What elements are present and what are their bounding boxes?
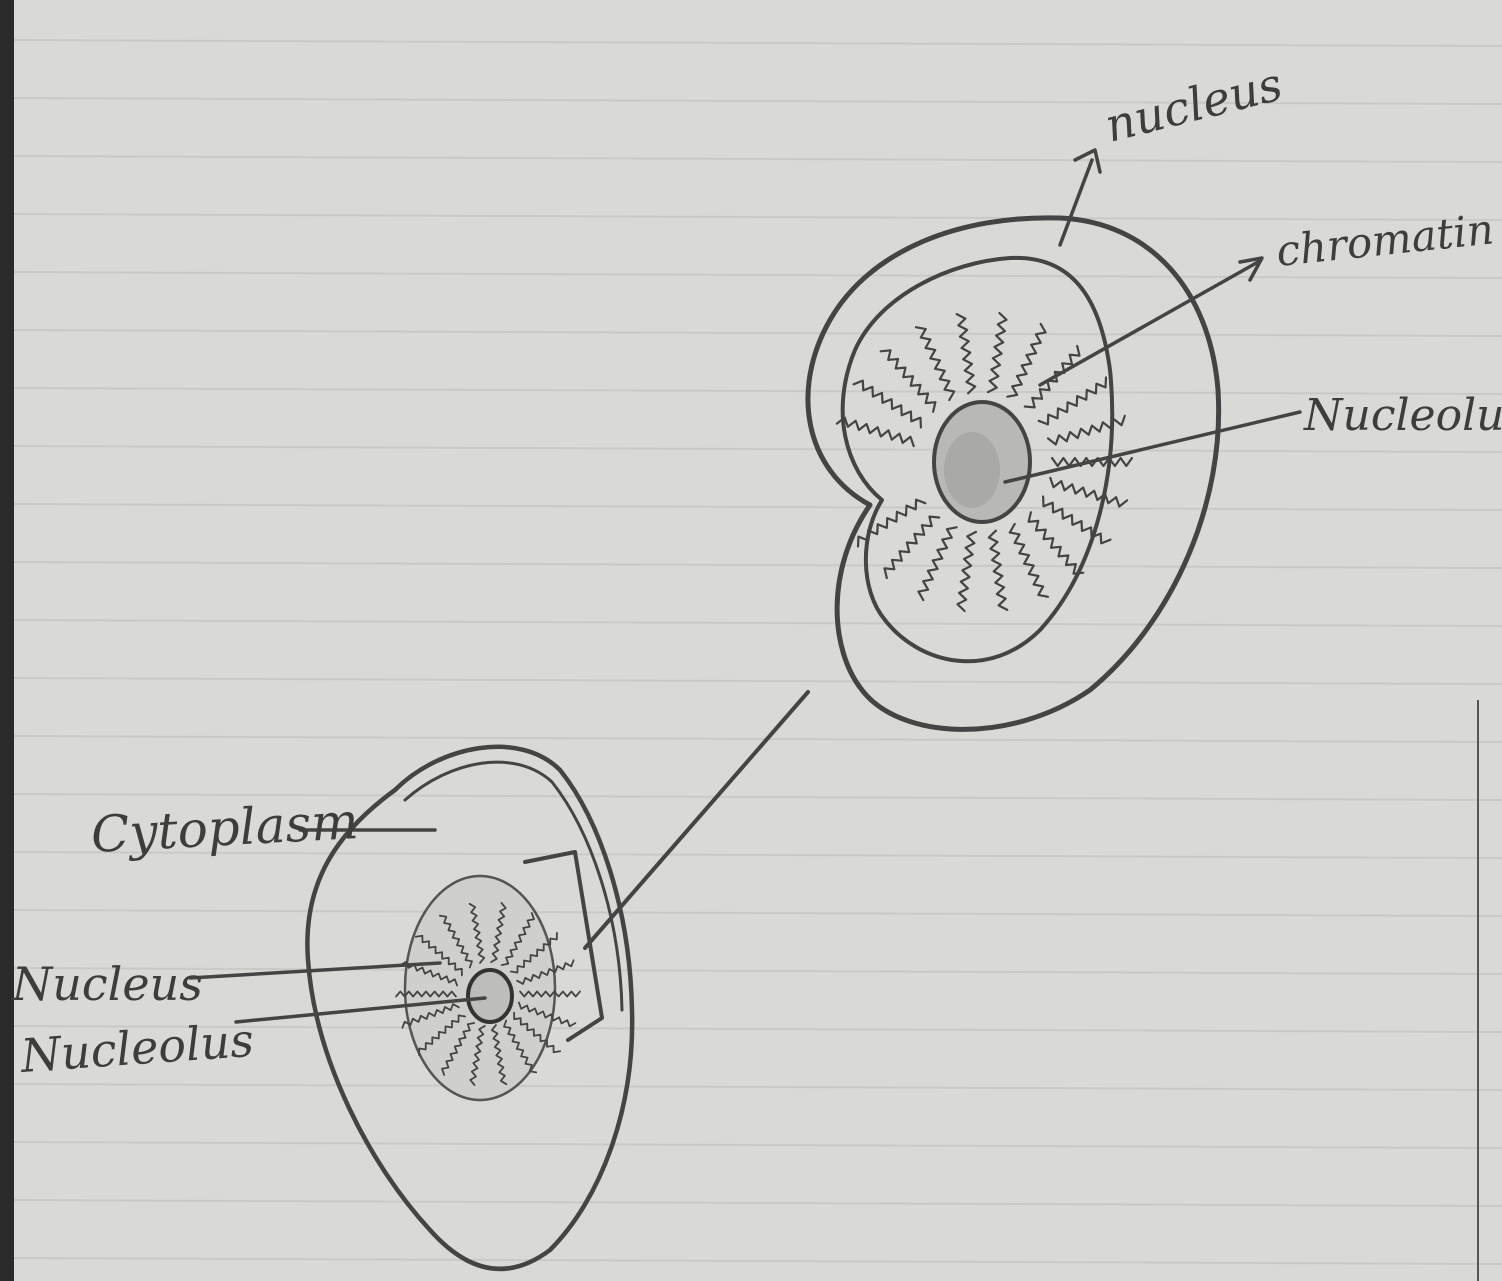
cell-nucleolus-shape bbox=[468, 970, 512, 1022]
page-left-edge bbox=[0, 0, 14, 1281]
label-nucleus-cell: Nucleus bbox=[11, 957, 203, 1011]
label-nucleolus-enlarged: Nucleolus bbox=[1303, 390, 1502, 441]
nucleolus-shading bbox=[944, 432, 1000, 508]
